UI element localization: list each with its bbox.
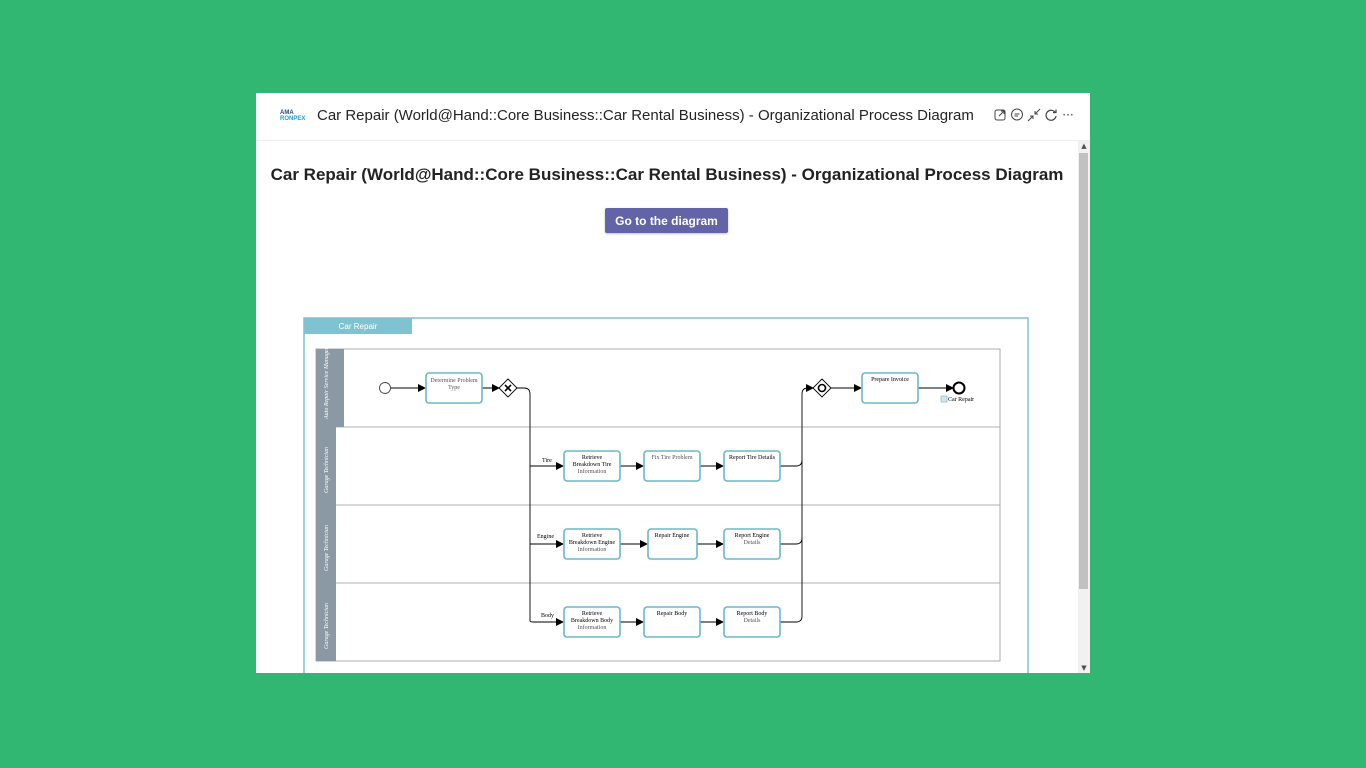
lane-header [316, 583, 336, 661]
scroll-down-icon[interactable]: ▼ [1081, 664, 1087, 672]
start-event[interactable] [379, 382, 391, 394]
process-diagram[interactable]: Car Repair Auto Repair Service Manager G… [256, 141, 1078, 673]
go-to-diagram-button[interactable]: Go to the diagram [605, 208, 728, 233]
sequence-flows [390, 384, 954, 626]
task-report-body-details[interactable]: Report Body Details [723, 606, 781, 638]
task-determine-problem-type[interactable]: Determine Problem Type [425, 372, 483, 404]
lane-label: Garage Technician [324, 603, 330, 649]
scroll-thumb[interactable] [1079, 153, 1088, 589]
scroll-up-icon[interactable]: ▲ [1081, 142, 1087, 150]
flow-label-body: Body [541, 613, 554, 619]
lane-header [316, 427, 336, 505]
lane-header [316, 505, 336, 583]
task-retrieve-engine-info[interactable]: Retrieve Breakdown Engine Information [563, 528, 621, 560]
task-prepare-invoice[interactable]: Prepare Invoice [861, 372, 919, 404]
svg-text:Breakdown Tire: Breakdown Tire [573, 462, 612, 468]
app-logo: AMA RONPEX [280, 110, 308, 124]
link-icon [940, 395, 948, 403]
window-title: Car Repair (World@Hand::Core Business::C… [317, 107, 974, 124]
task-fix-tire-problem[interactable]: Fix Tire Problem [643, 450, 701, 482]
svg-text:Report Tire Details: Report Tire Details [729, 455, 776, 461]
end-event-label: Car Repair [948, 397, 974, 403]
svg-text:Type: Type [448, 385, 460, 391]
logo-text-top: AMA [280, 110, 294, 116]
collapse-icon[interactable] [1027, 108, 1041, 122]
svg-text:Retrieve: Retrieve [582, 611, 603, 617]
content-area: Car Repair (World@Hand::Core Business::C… [256, 141, 1078, 673]
svg-text:Repair Body: Repair Body [657, 611, 688, 617]
svg-text:Information: Information [578, 624, 607, 631]
end-event[interactable] [952, 381, 966, 395]
lane-label: Auto Repair Service Manager [324, 347, 330, 420]
exclusive-gateway[interactable] [498, 378, 518, 398]
svg-text:Repair Engine: Repair Engine [655, 533, 690, 539]
logo-text-bottom: RONPEX [280, 116, 306, 122]
more-icon[interactable]: ··· [1062, 108, 1074, 122]
svg-text:Breakdown Body: Breakdown Body [571, 618, 613, 624]
svg-text:Details: Details [744, 540, 762, 546]
lane-label: Garage Technician [324, 525, 330, 571]
pool-header [304, 318, 412, 334]
svg-text:Fix Tire Problem: Fix Tire Problem [651, 455, 692, 461]
svg-text:Information: Information [578, 546, 607, 553]
pool-label: Car Repair [339, 322, 378, 331]
svg-text:Report Body: Report Body [737, 611, 768, 617]
refresh-icon[interactable] [1044, 108, 1058, 122]
title-bar: AMA RONPEX Car Repair (World@Hand::Core … [256, 93, 1090, 141]
task-retrieve-tire-info[interactable]: Retrieve Breakdown Tire Information [563, 450, 621, 482]
svg-text:Details: Details [744, 618, 762, 624]
flow-label-tire: Tire [542, 458, 552, 464]
task-report-tire-details[interactable]: Report Tire Details [723, 450, 781, 482]
flow-label-engine: Engine [537, 534, 554, 540]
svg-text:Prepare Invoice: Prepare Invoice [871, 377, 909, 383]
lane-label: Garage Technician [324, 447, 330, 493]
page-heading: Car Repair (World@Hand::Core Business::C… [270, 165, 1064, 184]
svg-text:Report Engine: Report Engine [735, 533, 770, 539]
svg-text:Breakdown Engine: Breakdown Engine [569, 540, 615, 546]
svg-text:Retrieve: Retrieve [582, 455, 603, 461]
chat-icon[interactable] [1010, 108, 1024, 122]
lane-header [316, 349, 344, 427]
merge-gateway[interactable] [812, 378, 832, 398]
svg-text:Retrieve: Retrieve [582, 533, 603, 539]
svg-text:Determine Problem: Determine Problem [430, 378, 477, 384]
app-window: AMA RONPEX Car Repair (World@Hand::Core … [256, 93, 1090, 673]
svg-text:Information: Information [578, 468, 607, 475]
vertical-scrollbar[interactable]: ▲ ▼ [1078, 141, 1090, 673]
task-repair-body[interactable]: Repair Body [643, 606, 701, 638]
task-repair-engine[interactable]: Repair Engine [647, 528, 698, 560]
task-retrieve-body-info[interactable]: Retrieve Breakdown Body Information [563, 606, 621, 638]
task-report-engine-details[interactable]: Report Engine Details [723, 528, 781, 560]
popout-icon[interactable] [993, 108, 1007, 122]
